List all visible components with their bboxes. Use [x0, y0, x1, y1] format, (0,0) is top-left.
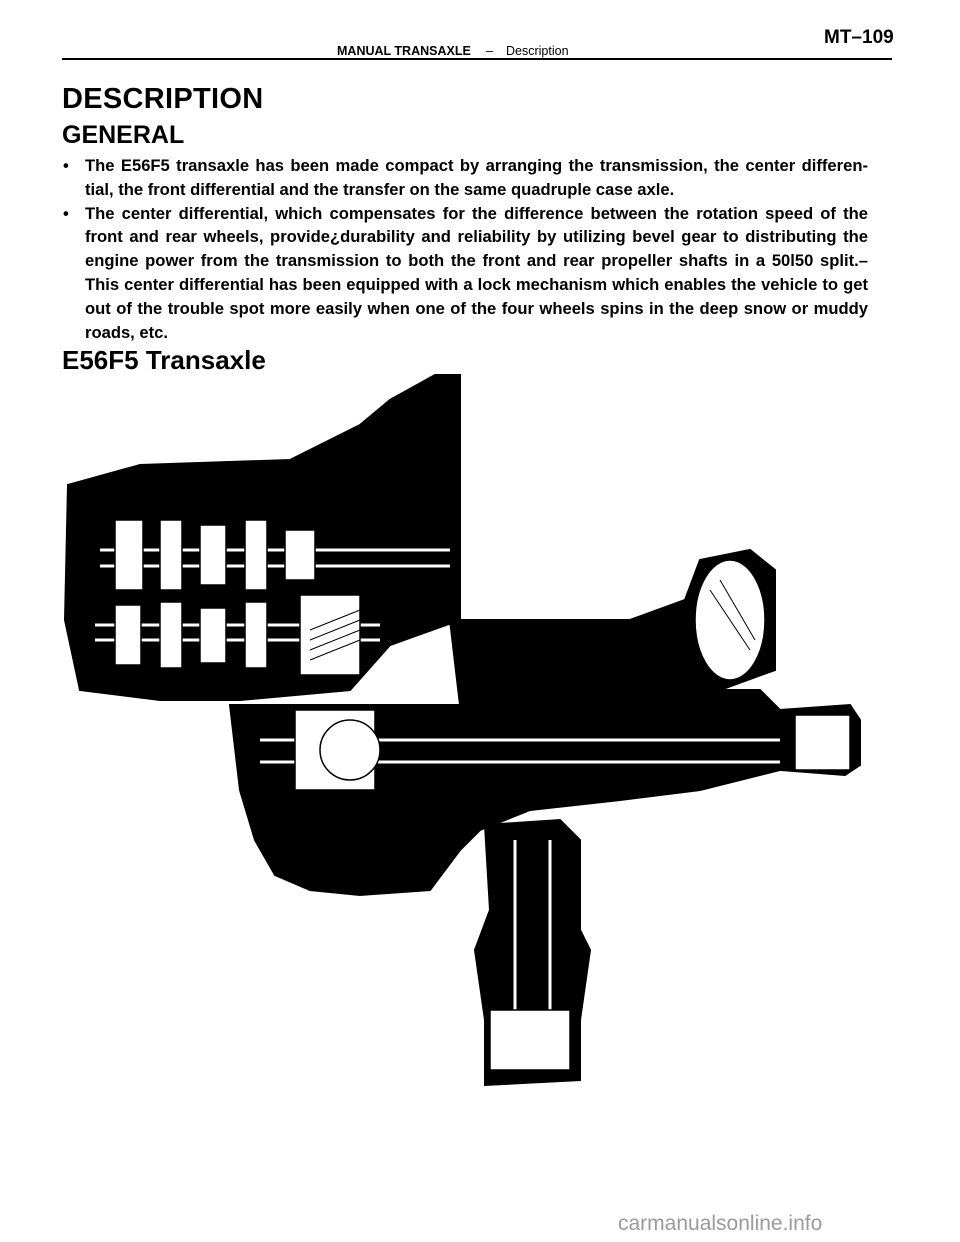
- output-flange: [794, 714, 851, 771]
- gear-5: [284, 529, 316, 581]
- gear-9: [244, 601, 268, 669]
- header-separator: –: [486, 44, 493, 58]
- gear-3: [199, 524, 227, 586]
- bullet-icon: •: [63, 156, 69, 175]
- rear-drive-flange: [489, 1009, 571, 1071]
- gear-2: [159, 519, 183, 591]
- bullet-text: The E56F5 transaxle has been made compac…: [85, 156, 868, 199]
- gear-10: [299, 594, 361, 676]
- page-title: DESCRIPTION: [62, 83, 264, 115]
- header-rule: [62, 58, 892, 60]
- figure-title: E56F5 Transaxle: [62, 345, 266, 375]
- bullet-item: • The E56F5 transaxle has been made comp…: [62, 154, 868, 202]
- center-differential: [319, 719, 381, 781]
- gear-4: [244, 519, 268, 591]
- watermark: carmanualsonline.info: [618, 1212, 823, 1235]
- gear-8: [199, 607, 227, 664]
- header-section-title: MANUAL TRANSAXLE: [337, 44, 471, 58]
- header-subsection: Description: [506, 44, 569, 58]
- bullet-item: • The center differential, which compens…: [62, 202, 868, 345]
- gear-1: [114, 519, 144, 591]
- transaxle-cutaway-illustration: [63, 374, 861, 1087]
- bullet-text: The center differential, which compensat…: [85, 203, 868, 342]
- gear-6: [114, 604, 142, 666]
- gear-7: [159, 601, 183, 669]
- transfer-case: [448, 548, 776, 706]
- bullet-icon: •: [63, 203, 69, 223]
- bullet-list: • The E56F5 transaxle has been made comp…: [62, 154, 868, 344]
- section-heading: GENERAL: [62, 121, 185, 149]
- page-number: MT–109: [824, 27, 894, 48]
